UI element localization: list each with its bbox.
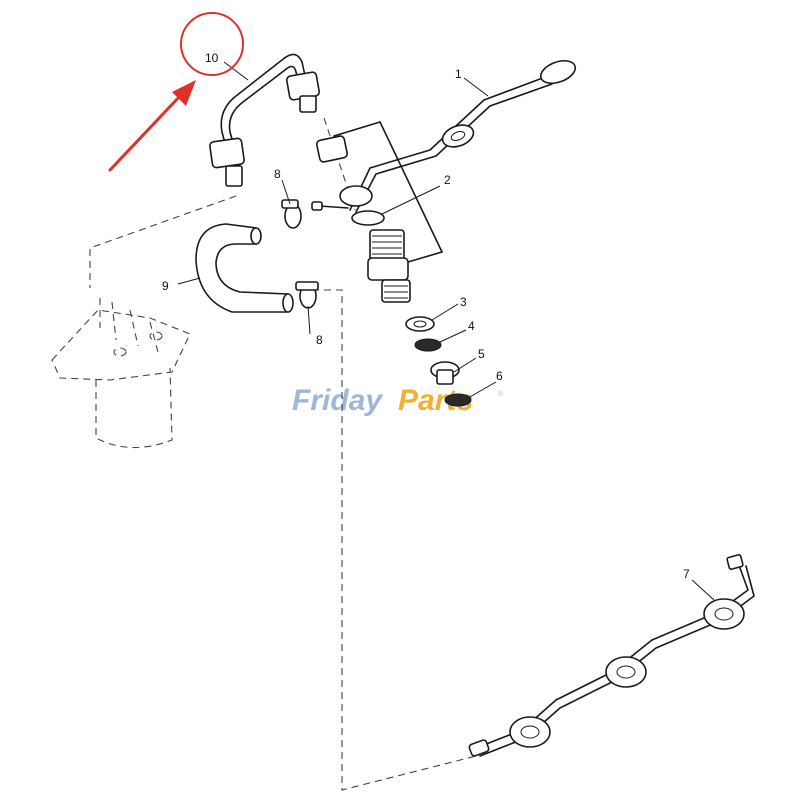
part-2-injector-assembly [311,135,411,303]
watermark-text-friday: Friday [292,384,383,417]
injection-pump-outline [51,298,191,449]
part-10-injection-pipe [209,53,321,187]
callout-7: 7 [683,567,690,581]
washer-stack [405,316,472,407]
highlight-arrow-shaft [108,94,182,172]
callout-6: 6 [496,369,503,383]
highlight-circle [180,12,244,76]
dashed-leaders [89,117,481,791]
nozzle-bracket [333,121,443,263]
callout-leaders [177,61,715,601]
highlight-marker [108,12,244,172]
highlight-arrow-head [172,80,196,106]
watermark: Friday Parts ® [292,384,504,417]
part-3-washer [405,316,435,332]
part-7-leak-off-line [468,554,755,757]
callout-4: 4 [468,319,475,333]
part-1-injection-line [349,59,577,213]
callout-5: 5 [478,347,485,361]
callout-labels: 1 2 3 4 5 6 7 8 8 9 10 [162,51,690,581]
part-4-seal [414,338,442,352]
callout-3: 3 [460,295,467,309]
callout-10: 10 [205,51,219,65]
part-8-clamp-upper [281,199,302,229]
part-9-return-hose [195,223,294,313]
callout-9: 9 [162,279,169,293]
callout-8-lower: 8 [316,333,323,347]
watermark-mark: ® [498,390,504,398]
callout-8-upper: 8 [274,167,281,181]
callout-2: 2 [444,173,451,187]
part-6-ring [444,393,472,407]
part-8-clamp-lower [295,281,319,309]
callout-1: 1 [455,67,462,81]
